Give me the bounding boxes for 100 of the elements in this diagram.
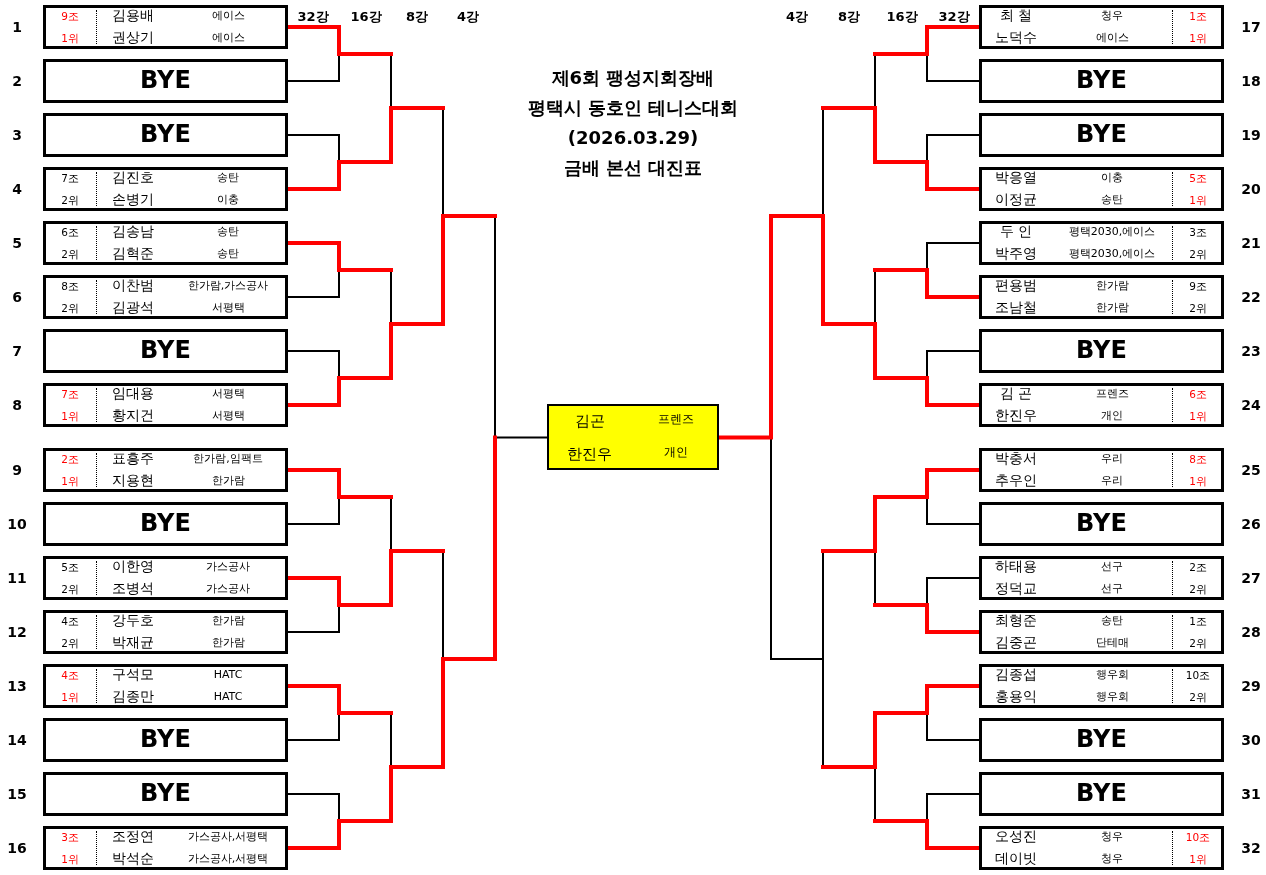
group-rank: 2위	[61, 193, 79, 207]
bye-box	[43, 59, 288, 103]
entry-number: 2	[12, 72, 22, 90]
bye-box	[979, 113, 1224, 157]
bye-label: BYE	[140, 337, 191, 365]
entry-number: 30	[1241, 731, 1261, 749]
winner-club: 개인	[663, 445, 688, 460]
group-rank: 2조	[61, 452, 79, 466]
entry-box	[979, 826, 1224, 870]
club-name: 가스공사	[206, 582, 250, 596]
group-rank: 1위	[61, 474, 79, 488]
entry-box	[979, 383, 1224, 427]
bye-box	[43, 329, 288, 373]
club-name: 한가람	[211, 636, 245, 650]
club-name: 송탄	[217, 225, 239, 239]
entry-number: 6	[12, 288, 22, 306]
group-rank: 1조	[1189, 9, 1207, 23]
group-rank: 5조	[61, 560, 79, 574]
bracket-line	[873, 819, 981, 850]
entry-box	[43, 556, 288, 600]
bracket-line	[287, 793, 340, 822]
club-name: HATC	[213, 668, 243, 682]
bracket-line	[286, 435, 497, 850]
club-name: 서평택	[211, 387, 245, 401]
bracket-line	[286, 468, 393, 499]
group-rank: 9조	[61, 9, 79, 23]
bracket-line	[926, 242, 980, 271]
bracket-line	[926, 577, 980, 606]
entry-box	[979, 221, 1224, 265]
entry-number: 13	[7, 677, 27, 695]
bracket-line	[286, 241, 393, 272]
player-name: 황지건	[112, 408, 154, 424]
entry-number: 27	[1241, 569, 1261, 587]
entry-number: 25	[1241, 461, 1261, 479]
bracket-line	[287, 134, 340, 163]
entry-box	[43, 664, 288, 708]
player-name: 편용범	[995, 278, 1037, 294]
player-name: 지용현	[112, 473, 154, 489]
club-name: 한가람	[211, 614, 245, 628]
player-name: 손병기	[112, 192, 154, 208]
bracket-line	[926, 350, 980, 379]
group-rank: 2위	[1189, 247, 1207, 261]
player-name: 김 곤	[999, 386, 1033, 402]
player-name: 강두호	[112, 613, 154, 629]
player-name: 김송남	[112, 224, 154, 240]
club-name: 선구	[1101, 582, 1123, 596]
player-name: 박석순	[112, 851, 154, 867]
player-name: 데이빗	[995, 851, 1037, 867]
player-name: 이정균	[995, 192, 1037, 208]
group-rank: 8조	[61, 279, 79, 293]
entry-box	[979, 556, 1224, 600]
entry-number: 20	[1241, 180, 1261, 198]
entry-box	[43, 221, 288, 265]
club-name: 청우	[1101, 9, 1123, 23]
bracket-line	[287, 269, 340, 298]
entry-box	[979, 5, 1224, 49]
group-rank: 2위	[1189, 690, 1207, 704]
group-rank: 4조	[61, 614, 79, 628]
bracket-line	[287, 350, 340, 379]
club-name: 송탄	[1101, 614, 1123, 628]
group-rank: 10조	[1185, 830, 1211, 844]
club-name: 개인	[1101, 409, 1123, 423]
player-name: 한진우	[995, 408, 1037, 424]
bye-label: BYE	[1076, 67, 1127, 95]
bye-label: BYE	[1076, 510, 1127, 538]
club-name: HATC	[213, 690, 243, 704]
player-name: 이한영	[112, 559, 154, 575]
club-name: 행우회	[1095, 668, 1129, 682]
group-rank: 9조	[1189, 279, 1207, 293]
group-rank: 4조	[61, 668, 79, 682]
player-name: 조병석	[112, 581, 154, 597]
player-name: 홍용익	[995, 689, 1037, 705]
player-name: 조정연	[112, 829, 154, 845]
entry-number: 24	[1241, 396, 1261, 414]
bye-label: BYE	[140, 121, 191, 149]
entry-box	[979, 275, 1224, 319]
group-rank: 5조	[1189, 171, 1207, 185]
entry-number: 32	[1241, 839, 1261, 857]
entry-number: 19	[1241, 126, 1261, 144]
club-name: 송탄	[217, 171, 239, 185]
bye-label: BYE	[1076, 121, 1127, 149]
club-name: 단테매	[1095, 636, 1129, 650]
player-name: 최 철	[999, 8, 1033, 24]
group-rank: 2위	[61, 301, 79, 315]
bracket-line	[873, 603, 981, 634]
bye-label: BYE	[1076, 780, 1127, 808]
player-name: 박충서	[995, 451, 1037, 467]
bracket-line	[286, 214, 497, 407]
group-rank: 2조	[1189, 560, 1207, 574]
group-rank: 7조	[61, 171, 79, 185]
entry-box	[43, 275, 288, 319]
player-name: 김중곤	[995, 635, 1037, 651]
round-label: 8강	[838, 9, 860, 25]
bye-box	[979, 59, 1224, 103]
club-name: 가스공사	[206, 560, 250, 574]
group-rank: 2위	[61, 636, 79, 650]
club-name: 한가람	[1095, 279, 1129, 293]
group-rank: 2위	[61, 247, 79, 261]
club-name: 에이스	[211, 31, 245, 45]
group-rank: 2위	[61, 582, 79, 596]
